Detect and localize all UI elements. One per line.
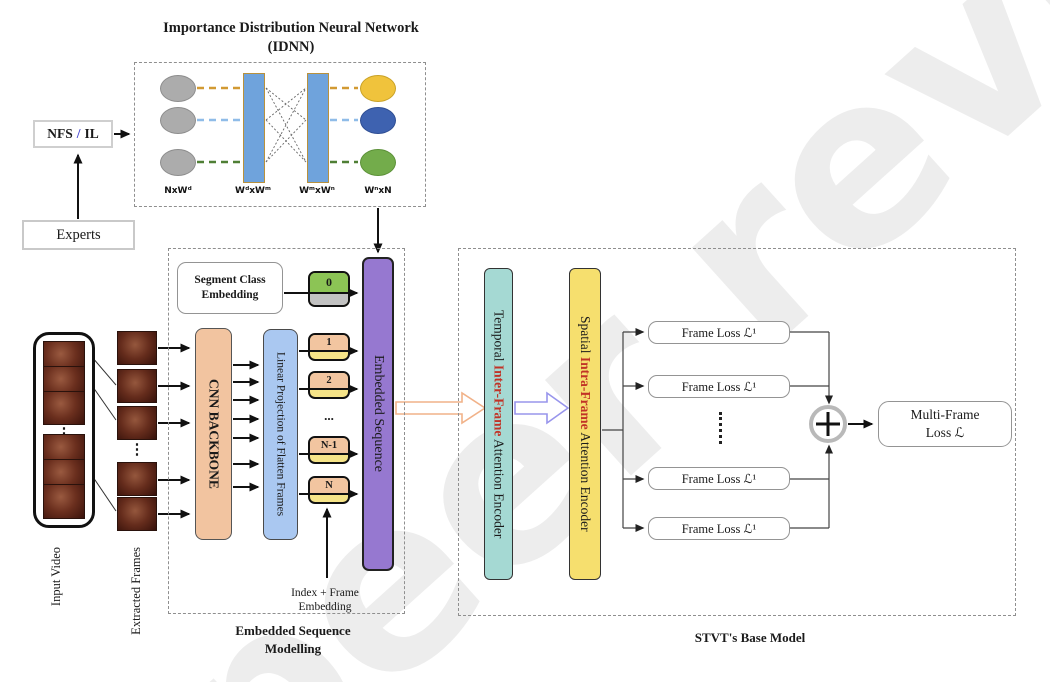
patch-token-n-1: N-1 (308, 436, 350, 464)
idnn-output-node-2 (360, 107, 396, 134)
input-video-label: Input Video (48, 547, 63, 607)
idnn-dim-label-input: NxWᵈ (164, 186, 192, 196)
idnn-input-node-2 (160, 107, 196, 134)
input-video-stack: ⋮ (33, 332, 95, 528)
video-frame-3 (43, 390, 85, 426)
idnn-input-node-3 (160, 149, 196, 176)
idnn-title: Importance Distribution Neural Network (… (163, 20, 419, 55)
temporal-encoder-box: Temporal Inter-Frame Attention Encoder (484, 268, 513, 580)
idnn-dim-label-w2: WᵐxWⁿ (299, 186, 335, 196)
spatial-label-prefix: Spatial (578, 316, 593, 358)
stvt-caption: STVT's Base Model (694, 630, 806, 645)
idnn-output-node-1 (360, 75, 396, 102)
cnn-backbone-box: CNN BACKBONE (195, 328, 232, 540)
esm-dashed-box (168, 248, 405, 614)
spatial-encoder-box: Spatial Intra-Frame Attention Encoder (569, 268, 601, 580)
extracted-frame-3 (117, 406, 157, 440)
linear-projection-label: Linear Projection of Flatten Frames (274, 352, 287, 517)
temporal-label-suffix: Attention Encoder (491, 436, 507, 539)
block-arrow-orange-icon (395, 391, 487, 425)
extracted-frame-1 (117, 331, 157, 365)
sum-plus-icon (809, 405, 847, 443)
patch-token-n-1-label: N-1 (310, 438, 348, 455)
spatial-label-suffix: Attention Encoder (578, 429, 593, 532)
frame-loss-box-1: Frame Loss ℒ¹ (648, 321, 790, 344)
segment-class-embedding-box: Segment Class Embedding (177, 262, 283, 314)
nfs-slash: / (76, 126, 81, 141)
frame-loss-box-3: Frame Loss ℒ¹ (648, 467, 790, 490)
extracted-frame-5 (117, 497, 157, 531)
embedded-sequence-box: Embedded Sequence (362, 257, 394, 571)
index-frame-embedding-label: Index + Frame Embedding (291, 587, 359, 614)
idnn-weight-layer-2 (307, 73, 329, 183)
extracted-frame-4 (117, 462, 157, 496)
patch-token-1-label: 1 (310, 335, 348, 352)
temporal-label-highlight: Inter-Frame (491, 364, 507, 437)
il-label: IL (84, 126, 99, 141)
class-token-label: 0 (310, 273, 348, 294)
token-ellipsis: ... (324, 408, 334, 423)
extracted-frames-label: Extracted Frames (128, 547, 143, 635)
multi-frame-loss-box: Multi-Frame Loss ℒ (878, 401, 1012, 447)
idnn-input-node-1 (160, 75, 196, 102)
patch-token-n-label: N (310, 478, 348, 495)
spatial-label-highlight: Intra-Frame (578, 357, 593, 430)
class-token-embedding-cell (310, 294, 348, 305)
cnn-backbone-label: CNN BACKBONE (206, 379, 222, 489)
patch-token-n: N (308, 476, 350, 504)
frame-loss-box-4: Frame Loss ℒ¹ (648, 517, 790, 540)
block-arrow-blue-icon (514, 391, 570, 425)
esm-caption: Embedded Sequence Modelling (235, 623, 351, 656)
idnn-dim-label-w1: WᵈxWᵐ (235, 186, 271, 196)
frame-loss-ellipsis (719, 412, 722, 444)
extracted-frames-ellipsis: ⋮ (129, 441, 145, 458)
patch-token-1: 1 (308, 333, 350, 361)
video-frame-6 (43, 484, 85, 519)
idnn-dim-label-output: WⁿxN (364, 186, 392, 196)
temporal-label-prefix: Temporal (491, 309, 507, 365)
idnn-output-node-3 (360, 149, 396, 176)
patch-token-2-label: 2 (310, 373, 348, 390)
nfs-il-box: NFS/IL (33, 120, 113, 148)
experts-box: Experts (22, 220, 135, 250)
frame-loss-box-2: Frame Loss ℒ¹ (648, 375, 790, 398)
embedded-sequence-label: Embedded Sequence (371, 355, 386, 473)
linear-projection-box: Linear Projection of Flatten Frames (263, 329, 298, 540)
patch-token-2: 2 (308, 371, 350, 399)
class-token-box: 0 (308, 271, 350, 307)
idnn-dashed-box (134, 62, 426, 207)
idnn-weight-layer-1 (243, 73, 265, 183)
nfs-label: NFS (47, 126, 73, 141)
stvt-dashed-box (458, 248, 1016, 616)
extracted-frame-2 (117, 369, 157, 403)
